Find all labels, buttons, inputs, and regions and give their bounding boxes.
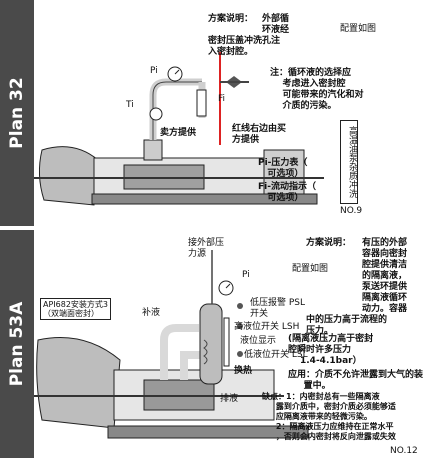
cons-line-5: ，否则会内密封将反向泄露或失效 — [262, 432, 396, 441]
psl-label-2: 开关 — [250, 309, 269, 319]
fill-label: 补液 — [142, 308, 161, 318]
plan-label: Plan 53A — [7, 301, 27, 387]
api-box-line-1: API682安装方式3 — [43, 300, 109, 309]
desc-line-4: 入密封腔。 — [208, 47, 254, 57]
lsl-switch-icon — [237, 351, 243, 357]
plan-label: Plan 32 — [7, 77, 27, 149]
apply-line-2: 置中。 — [288, 381, 331, 391]
desc-line-4: 的隔离液， — [362, 271, 408, 281]
press-note-3: 1.4-4.1bar） — [300, 356, 362, 366]
apply-line-1: 应用：介质不允许泄露到大气的装 — [288, 370, 424, 380]
psl-label: 低压报警 PSL — [250, 298, 306, 308]
supply-pipe — [160, 324, 199, 380]
legend-line-1: Pi-压力表（ — [258, 158, 308, 168]
plan53a-panel: Plan 53A 接外部压 力源 方案说明： 有压的外部 容器向密封 腔提供清洁… — [0, 230, 443, 458]
bearing-housing — [263, 149, 305, 195]
pi-label: Pi — [242, 270, 250, 280]
desc-line-5: 泵送环提供 — [362, 282, 408, 292]
connect-ext-2: 力源 — [188, 249, 207, 259]
red-line-text-1: 红线右边由买 — [232, 124, 287, 134]
api-box: API682安装方式3 （双端面密封） — [40, 298, 112, 320]
flush-pipe-outline — [152, 81, 202, 140]
pump-casing — [36, 337, 121, 429]
pump-casing — [38, 146, 99, 206]
desc-line-3: 腔提供清洁 — [362, 260, 408, 270]
seller-supply: 卖方提供 — [160, 128, 197, 138]
note-line-2: 考虑进入密封腔 — [270, 79, 346, 89]
fi-indicator-icon — [196, 89, 207, 117]
gland-port — [143, 139, 163, 161]
lsh-switch-icon — [237, 323, 243, 329]
desc-line-2: 容器向密封 — [362, 249, 408, 259]
desc-cont-2: 压力。 — [306, 326, 334, 336]
legend-line-2: 可选项） — [258, 169, 304, 179]
panel-number: NO.12 — [390, 446, 418, 456]
exchanger-label: 换热 — [234, 366, 253, 376]
cons-line-4: 2：隔离液压力应维持在正常水平 — [262, 422, 394, 431]
level-gauge-icon — [223, 317, 230, 367]
vertical-box: 高温油泵杂质冲洗 — [340, 120, 358, 204]
ti-label: Ti — [126, 100, 134, 110]
legend-line-4: 可选项） — [258, 193, 304, 203]
press-note-1: (隔离液压力高于密封 — [288, 334, 374, 344]
connect-ext-1: 接外部压 — [188, 238, 225, 248]
lsl-label: 低液位开关 LSL — [244, 350, 308, 360]
desc-line-1: 外部循 — [262, 14, 290, 24]
note-line-1: 注：循环液的选择应 — [270, 68, 352, 78]
plan32-panel: Plan 32 方案说明： 外部循 环液经 密封压盖冲洗孔注 入密封腔。 配置如… — [0, 0, 443, 226]
level-label: 液位显示 — [240, 336, 277, 346]
red-line-text-2: 方提供 — [232, 135, 260, 145]
desc-line-6: 隔离液循环 — [362, 293, 408, 303]
note-line-4: 介质的污染。 — [270, 101, 337, 111]
press-note-2: 腔瞬时许多压力 — [288, 345, 352, 355]
desc-title: 方案说明： — [306, 238, 352, 248]
panel-separator — [0, 226, 443, 230]
config-label: 配置如图 — [340, 24, 377, 34]
heat-exchanger-coil — [203, 339, 208, 365]
panel-number: NO.9 — [340, 206, 363, 216]
api-box-line-2: （双端面密封） — [43, 309, 99, 318]
ti-gauge-icon — [149, 107, 163, 121]
desc-cont-1: 中的压力高于流程的 — [306, 315, 388, 325]
desc-line-1: 有压的外部 — [362, 238, 408, 248]
cons-line-2: 露到介质中，密封介质必须能够适 — [262, 402, 396, 411]
cons-line-1: 缺点：1：内密封总有一些隔离液 — [262, 392, 380, 401]
return-pipe — [180, 351, 204, 380]
plan32-diagram — [34, 52, 324, 206]
plan-sidebar: Plan 53A — [0, 230, 34, 458]
note-line-3: 可能带来的汽化和对 — [270, 90, 364, 100]
psl-switch-icon — [237, 303, 243, 309]
legend-line-3: Fi-流动指示（ — [258, 182, 316, 192]
pi-label: Pi — [150, 66, 158, 76]
pump-base — [107, 425, 309, 439]
plan53a-diagram — [34, 250, 309, 439]
reservoir-vessel — [199, 303, 223, 385]
desc-title: 方案说明： — [208, 14, 254, 24]
pump-base — [91, 193, 318, 205]
desc-line-2: 环液经 — [262, 25, 290, 35]
lsh-label: 高液位开关 LSH — [234, 322, 300, 332]
drain-label: 排液 — [220, 394, 239, 404]
desc-line-3: 密封压盖冲洗孔注 — [208, 36, 281, 46]
fi-label: Fi — [218, 94, 226, 104]
cons-line-3: 应隔离液带来的轻微污染。 — [262, 412, 372, 421]
plan-sidebar: Plan 32 — [0, 0, 34, 226]
config-label: 配置如图 — [292, 264, 329, 274]
desc-line-7: 动力。容器 — [362, 304, 408, 314]
